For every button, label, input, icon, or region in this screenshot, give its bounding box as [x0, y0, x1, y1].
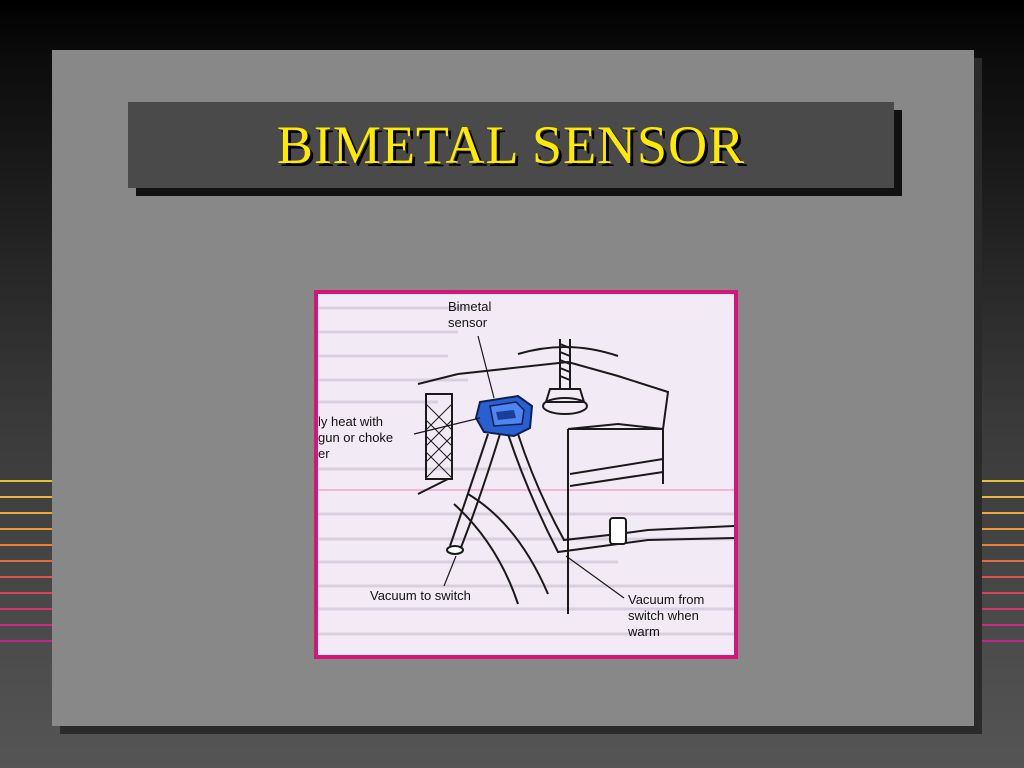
stud-and-nut	[542, 339, 588, 415]
leader-lines	[413, 335, 625, 599]
bimetal-sensor-figure: Bimetal sensor ly heat with gun or choke…	[314, 290, 738, 659]
label-vacuum-to-switch: Vacuum to switch	[370, 588, 471, 603]
bimetal-sensor-diagram	[318, 306, 734, 636]
title-box: BIMETAL SENSOR	[128, 102, 894, 188]
label-apply-heat: ly heat with gun or choke er	[318, 414, 394, 461]
hose-end-to-switch	[446, 545, 464, 555]
bimetal-sensor	[474, 394, 534, 438]
vacuum-hoses	[449, 433, 734, 605]
choke-housing	[417, 373, 459, 495]
right-decorative-stripes	[974, 480, 1024, 660]
left-decorative-stripes	[0, 480, 60, 660]
slide-title: BIMETAL SENSOR	[276, 115, 746, 175]
carburetor-body	[457, 345, 670, 614]
label-vacuum-from-switch: Vacuum from switch when warm	[628, 592, 705, 639]
background-text-lines	[318, 306, 734, 636]
label-bimetal-sensor: Bimetal sensor	[448, 299, 492, 330]
hose-clamp	[609, 517, 627, 545]
